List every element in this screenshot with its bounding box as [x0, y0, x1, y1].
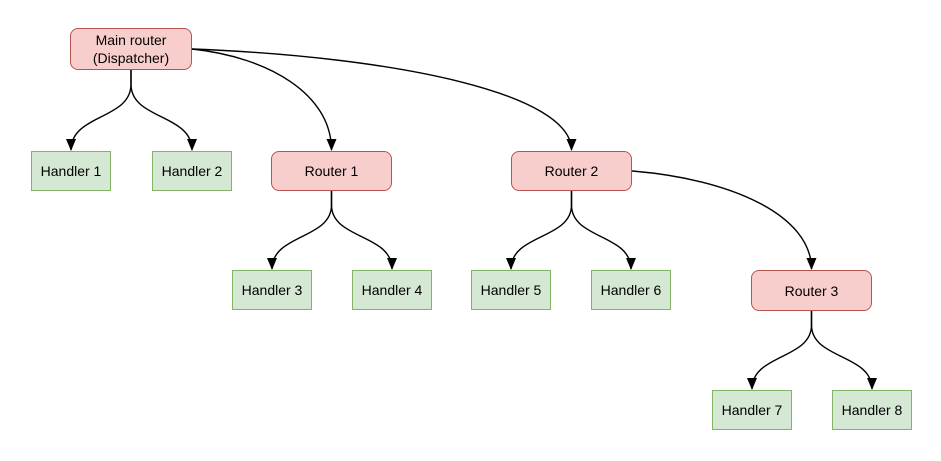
edge-main-router-to-router-1: [191, 48, 337, 151]
node-main-router: Main router (Dispatcher): [70, 28, 192, 70]
node-handler-1: Handler 1: [31, 151, 111, 191]
edge-main-router-to-handler-2: [130, 70, 197, 151]
node-label: Router 1: [304, 163, 359, 179]
node-handler-6: Handler 6: [591, 270, 671, 310]
edge-router-3-to-handler-8: [810, 311, 877, 390]
edge-main-router-to-handler-1: [66, 70, 132, 151]
node-label: Handler 2: [161, 163, 223, 179]
node-router-3: Router 3: [751, 270, 872, 311]
node-router-1: Router 1: [271, 151, 392, 191]
node-handler-2: Handler 2: [152, 151, 232, 191]
node-label: Handler 1: [40, 163, 102, 179]
node-label: Handler 3: [241, 282, 303, 298]
edge-router-2-to-handler-6: [570, 191, 636, 270]
node-handler-3: Handler 3: [232, 270, 312, 310]
node-label: Handler 4: [361, 282, 423, 298]
node-handler-8: Handler 8: [832, 390, 912, 430]
edge-router-3-to-handler-7: [747, 311, 813, 390]
node-label: Main router (Dispatcher): [92, 32, 170, 66]
edge-router-1-to-handler-4: [330, 191, 397, 270]
node-label: Handler 8: [841, 402, 903, 418]
edge-router-2-to-router-3: [631, 170, 817, 270]
node-label: Router 3: [784, 282, 839, 299]
edge-router-2-to-handler-5: [506, 191, 573, 270]
node-label: Router 2: [544, 163, 599, 179]
node-label: Handler 7: [721, 402, 783, 418]
node-router-2: Router 2: [511, 151, 632, 191]
node-label: Handler 5: [480, 282, 542, 298]
node-handler-5: Handler 5: [471, 270, 551, 310]
edge-router-1-to-handler-3: [267, 191, 333, 270]
edge-main-router-to-router-2: [191, 48, 577, 151]
node-handler-4: Handler 4: [352, 270, 432, 310]
node-label: Handler 6: [600, 282, 662, 298]
node-handler-7: Handler 7: [712, 390, 792, 430]
